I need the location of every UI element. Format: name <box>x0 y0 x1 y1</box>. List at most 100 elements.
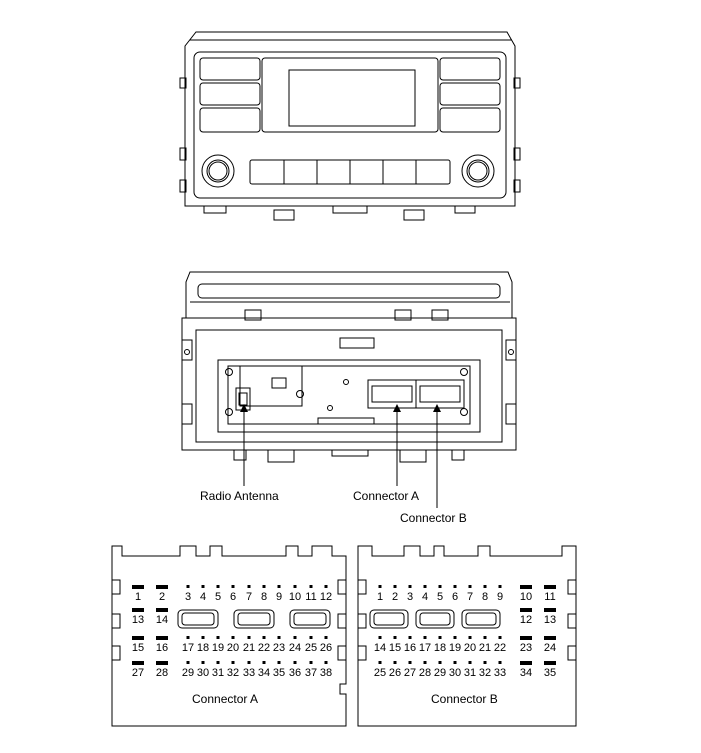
pin-number: 23 <box>273 642 285 654</box>
connector-a-outline <box>111 545 347 727</box>
pin-marker <box>156 585 168 589</box>
pin-marker <box>156 661 168 665</box>
pin-marker <box>438 585 442 588</box>
pin-number: 18 <box>197 642 209 654</box>
pin-number: 24 <box>544 642 556 654</box>
connector-a-title: Connector A <box>192 692 259 706</box>
pin-marker <box>156 636 168 640</box>
pin-number: 30 <box>197 667 209 679</box>
pin-marker <box>468 636 472 639</box>
pin-marker <box>247 636 251 639</box>
pin-number: 21 <box>243 642 255 654</box>
pin-number: 34 <box>258 667 270 679</box>
pin-number: 4 <box>422 591 428 603</box>
pin-number: 28 <box>156 667 168 679</box>
pin-marker <box>520 608 532 612</box>
pin-marker <box>132 636 144 640</box>
pin-number: 7 <box>467 591 473 603</box>
pin-marker <box>520 636 532 640</box>
pin-number: 34 <box>520 667 532 679</box>
pin-marker <box>468 661 472 664</box>
pin-number: 1 <box>377 591 383 603</box>
pin-marker <box>293 661 297 664</box>
pin-marker <box>132 608 144 612</box>
pin-number: 20 <box>464 642 476 654</box>
pin-marker <box>393 636 397 639</box>
pin-marker <box>262 636 266 639</box>
pin-marker <box>247 661 251 664</box>
callout-leaders <box>240 404 441 508</box>
pin-marker <box>293 585 297 588</box>
connector-a-callout: Connector A <box>353 489 420 503</box>
pin-number: 31 <box>212 667 224 679</box>
pin-number: 13 <box>132 614 144 626</box>
pin-marker <box>309 661 313 664</box>
pin-number: 36 <box>289 667 301 679</box>
pin-marker <box>231 661 235 664</box>
pin-number: 10 <box>289 591 301 603</box>
pin-marker <box>438 636 442 639</box>
pin-number: 2 <box>159 591 165 603</box>
pin-number: 16 <box>404 642 416 654</box>
pin-marker <box>201 661 205 664</box>
pin-marker <box>324 636 328 639</box>
pin-number: 8 <box>261 591 267 603</box>
pin-number: 33 <box>494 667 506 679</box>
pin-number: 22 <box>494 642 506 654</box>
pin-number: 29 <box>182 667 194 679</box>
pin-marker <box>438 661 442 664</box>
pin-number: 18 <box>434 642 446 654</box>
pin-marker <box>231 585 235 588</box>
pin-number: 25 <box>374 667 386 679</box>
pin-marker <box>262 661 266 664</box>
pin-number: 27 <box>132 667 144 679</box>
pin-marker <box>544 636 556 640</box>
pin-marker <box>309 636 313 639</box>
pin-marker <box>498 661 502 664</box>
pin-marker <box>277 585 281 588</box>
pin-marker <box>520 585 532 589</box>
pin-marker <box>453 636 457 639</box>
pin-number: 35 <box>544 667 556 679</box>
connector-b-outline <box>357 545 577 727</box>
connector-b-callout: Connector B <box>400 511 467 525</box>
pin-marker <box>468 585 472 588</box>
pin-marker <box>132 585 144 589</box>
pin-marker <box>544 608 556 612</box>
pin-number: 31 <box>464 667 476 679</box>
pin-number: 12 <box>320 591 332 603</box>
pin-number: 19 <box>212 642 224 654</box>
pin-number: 2 <box>392 591 398 603</box>
pin-number: 6 <box>230 591 236 603</box>
pin-marker <box>453 585 457 588</box>
pin-marker <box>186 636 190 639</box>
pin-marker <box>277 661 281 664</box>
pin-marker <box>408 661 412 664</box>
pin-marker <box>408 585 412 588</box>
pin-marker <box>378 661 382 664</box>
pin-number: 32 <box>479 667 491 679</box>
pin-marker <box>423 661 427 664</box>
pin-marker <box>201 636 205 639</box>
pin-marker <box>498 585 502 588</box>
pin-number: 12 <box>520 614 532 626</box>
pin-marker <box>393 585 397 588</box>
pin-number: 7 <box>246 591 252 603</box>
radio-antenna-label: Radio Antenna <box>200 489 279 503</box>
pin-number: 6 <box>452 591 458 603</box>
pin-marker <box>408 636 412 639</box>
pin-number: 19 <box>449 642 461 654</box>
pin-marker <box>423 636 427 639</box>
pin-marker <box>483 585 487 588</box>
pin-number: 15 <box>132 642 144 654</box>
pin-number: 20 <box>227 642 239 654</box>
pin-marker <box>453 661 457 664</box>
pin-number: 23 <box>520 642 532 654</box>
pin-number: 17 <box>419 642 431 654</box>
pin-marker <box>520 661 532 665</box>
pin-number: 21 <box>479 642 491 654</box>
pin-marker <box>378 585 382 588</box>
pin-marker <box>132 661 144 665</box>
